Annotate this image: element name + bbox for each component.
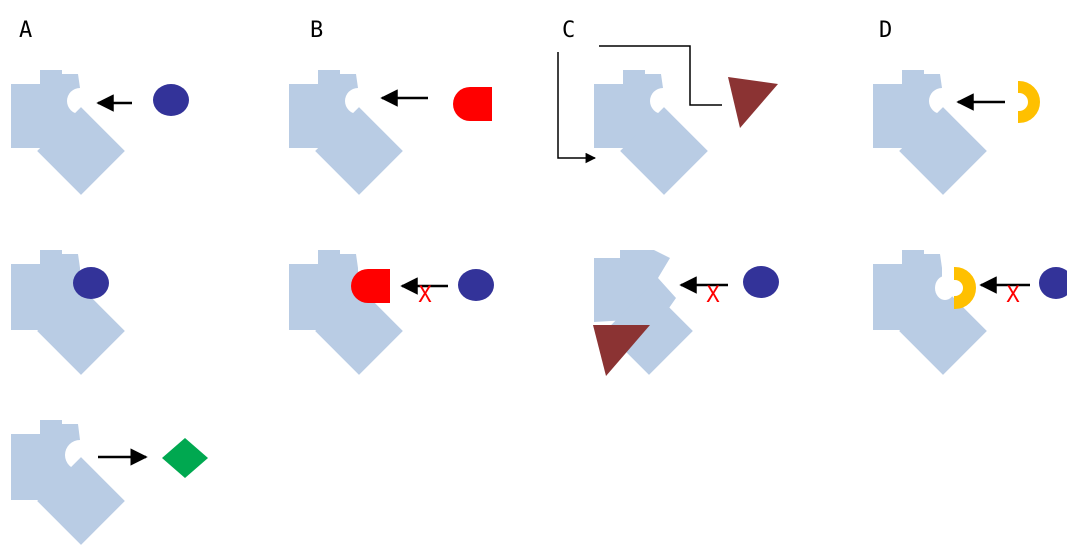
enzyme-shape-icon [594, 250, 693, 375]
panel-d: X [873, 70, 1067, 375]
substrate-circle-icon [1039, 267, 1067, 299]
enzyme-shape-icon [11, 250, 125, 375]
enzyme-shape-icon [873, 250, 987, 375]
binding-pocket [935, 276, 955, 300]
substrate-circle-icon [73, 267, 109, 299]
substrate-circle-icon [743, 266, 779, 298]
panel-a [11, 70, 208, 545]
product-diamond-icon [162, 438, 208, 478]
allosteric-path-line [599, 45, 722, 106]
block-mark: X [706, 283, 720, 308]
panel-label-b: B [310, 18, 324, 43]
panel-c: X [557, 45, 779, 376]
inhibitor-triangle-icon [593, 325, 650, 376]
enzyme-shape-icon [289, 70, 403, 195]
inhibitor-triangle-icon [728, 77, 778, 128]
block-mark: X [418, 283, 432, 308]
enzyme-shape-icon [873, 70, 987, 195]
substrate-circle-icon [458, 269, 494, 301]
panel-label-d: D [879, 18, 893, 43]
panel-label-a: A [19, 18, 33, 43]
enzyme-shape-icon [11, 420, 125, 545]
panel-b: X [289, 70, 494, 375]
enzyme-shape-icon [11, 70, 125, 195]
allosteric-arrow [557, 52, 597, 164]
inhibitor-crescent-icon [1018, 80, 1040, 124]
enzyme-shape-icon [594, 70, 708, 195]
inhibitor-half-round-icon [453, 87, 492, 121]
substrate-circle-icon [153, 84, 189, 116]
block-mark: X [1006, 283, 1020, 308]
inhibitor-half-round-icon [351, 269, 390, 303]
enzyme-shape-icon [289, 250, 403, 375]
inhibitor-crescent-icon [954, 266, 976, 310]
panel-label-c: C [562, 18, 576, 43]
